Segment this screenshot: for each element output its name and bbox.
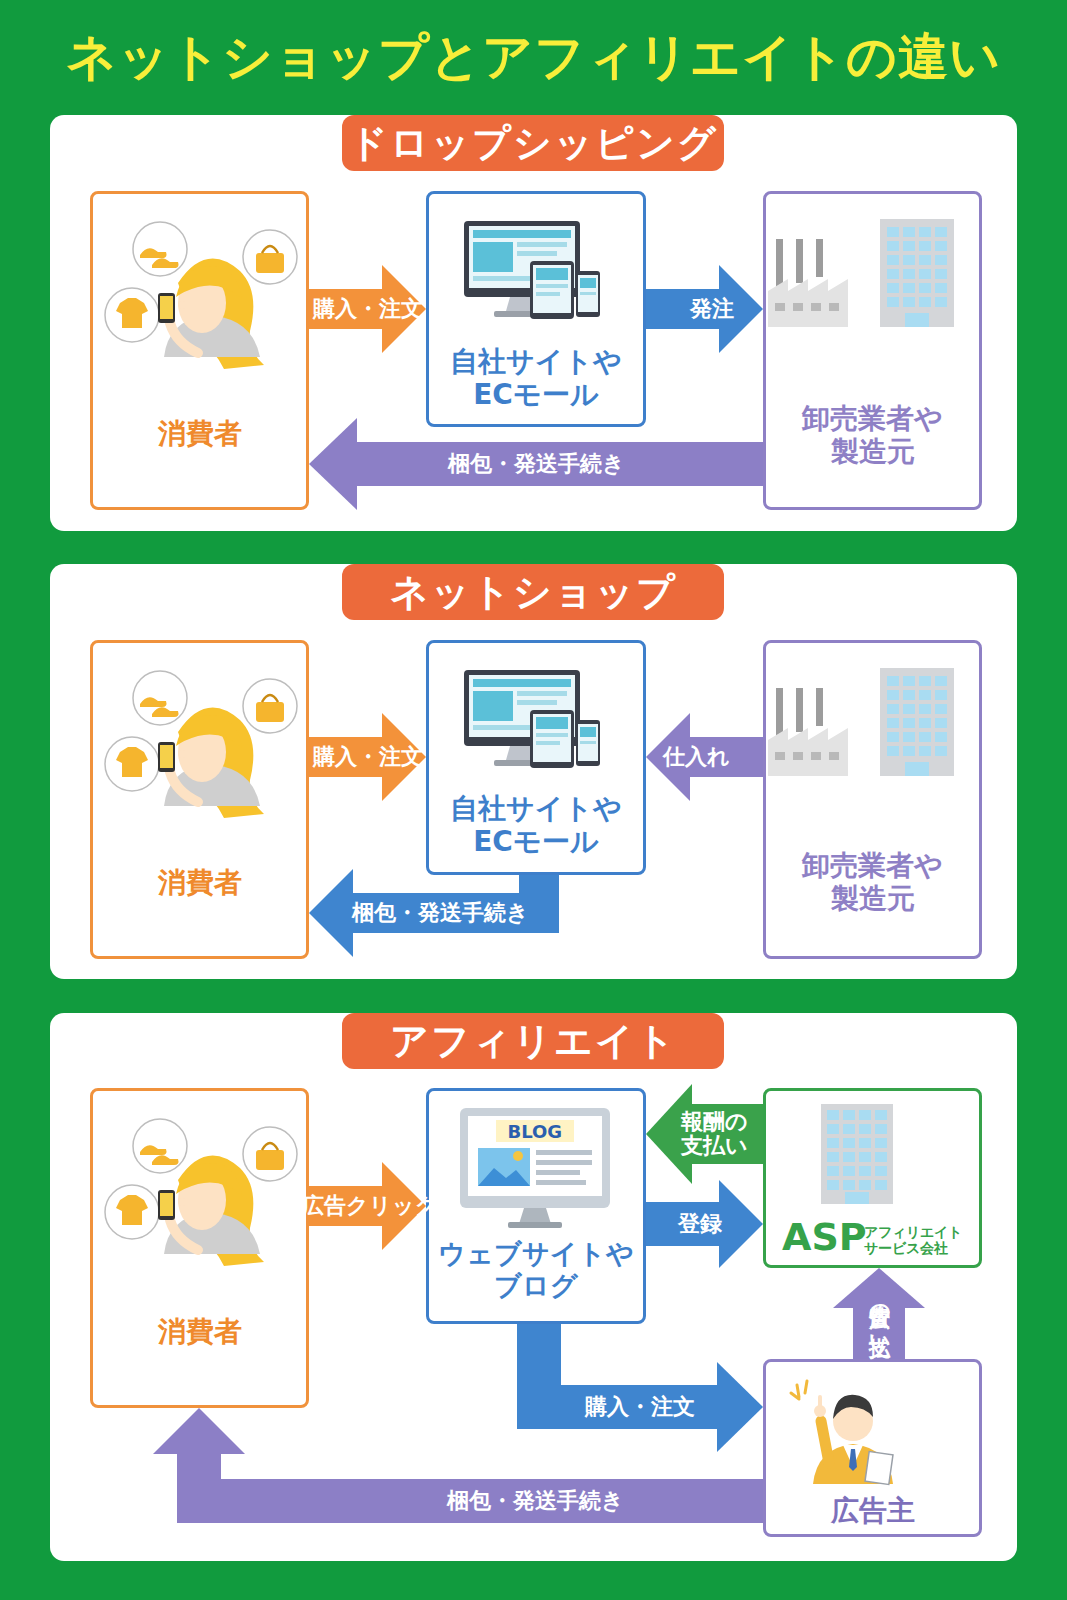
arrow-head (153, 1408, 245, 1454)
arrow-label: 購入・注文 (293, 297, 443, 322)
box-label: 卸売業者や 製造元 (766, 402, 979, 468)
box-label: 卸売業者や 製造元 (766, 849, 979, 915)
diagram-title: ネットショップとアフィリエイトの違い (0, 22, 1067, 92)
arrow-label: 広告クリック (290, 1194, 450, 1219)
block-arrow (539, 1324, 763, 1452)
arrow-label: 梱包・発送手続き (320, 901, 560, 926)
arrow-label: 購入・注文 (560, 1395, 720, 1420)
arrow-head (717, 1362, 763, 1452)
arrow-label: 購入・注文 (293, 745, 443, 770)
consumer-box: 消費者 (90, 640, 309, 959)
arrow-shaft (357, 442, 763, 486)
arrow-label: 発注 (652, 297, 772, 322)
shop-site-box: 自社サイトや ECモール (426, 640, 646, 875)
block-arrow (646, 1084, 763, 1184)
shop-site-box: 自社サイトや ECモール (426, 191, 646, 427)
asp-box: ASPアフィリエイト サービス会社 (763, 1088, 982, 1268)
advertiser-box: 広告主 (763, 1359, 982, 1537)
box-label: 消費者 (93, 417, 306, 450)
asp-name: ASP (782, 1215, 867, 1259)
box-label: 消費者 (93, 866, 306, 899)
section-panel: ネットショップ消費者 自社サイトや ECモール卸売業者や 製造元 (50, 564, 1017, 979)
arrow-label: 梱包・発送手続き (416, 452, 656, 477)
arrow-label: 広告費の 支払い (867, 1274, 891, 1362)
box-label: 自社サイトや ECモール (429, 345, 643, 411)
arrow-label: 仕入れ (636, 745, 756, 770)
asp-description: アフィリエイト サービス会社 (864, 1224, 970, 1256)
section-heading: ネットショップ (342, 564, 724, 620)
block-arrow (153, 1408, 763, 1501)
supplier-box: 卸売業者や 製造元 (763, 640, 982, 959)
box-label: 広告主 (766, 1494, 979, 1527)
box-label: 消費者 (93, 1315, 306, 1348)
block-arrow (309, 418, 763, 510)
box-label: ウェブサイトや ブログ (429, 1238, 643, 1302)
arrow-head (719, 1180, 763, 1268)
section-panel: アフィリエイト消費者ウェブサイトや ブログASPアフィリエイト サービス会社広告… (50, 1013, 1017, 1561)
consumer-box: 消費者 (90, 1088, 309, 1408)
consumer-box: 消費者 (90, 191, 309, 510)
arrow-label: 梱包・発送手続き (415, 1489, 655, 1514)
arrow-label: 登録 (640, 1212, 760, 1237)
supplier-box: 卸売業者や 製造元 (763, 191, 982, 510)
arrow-head (309, 869, 353, 957)
section-heading: アフィリエイト (342, 1013, 724, 1069)
arrow-label: 報酬の 支払い (674, 1110, 754, 1159)
arrow-head (309, 418, 357, 510)
section-heading: ドロップシッピング (342, 115, 724, 171)
box-label: 自社サイトや ECモール (429, 792, 643, 858)
screen-text: BLOG (508, 1121, 563, 1142)
